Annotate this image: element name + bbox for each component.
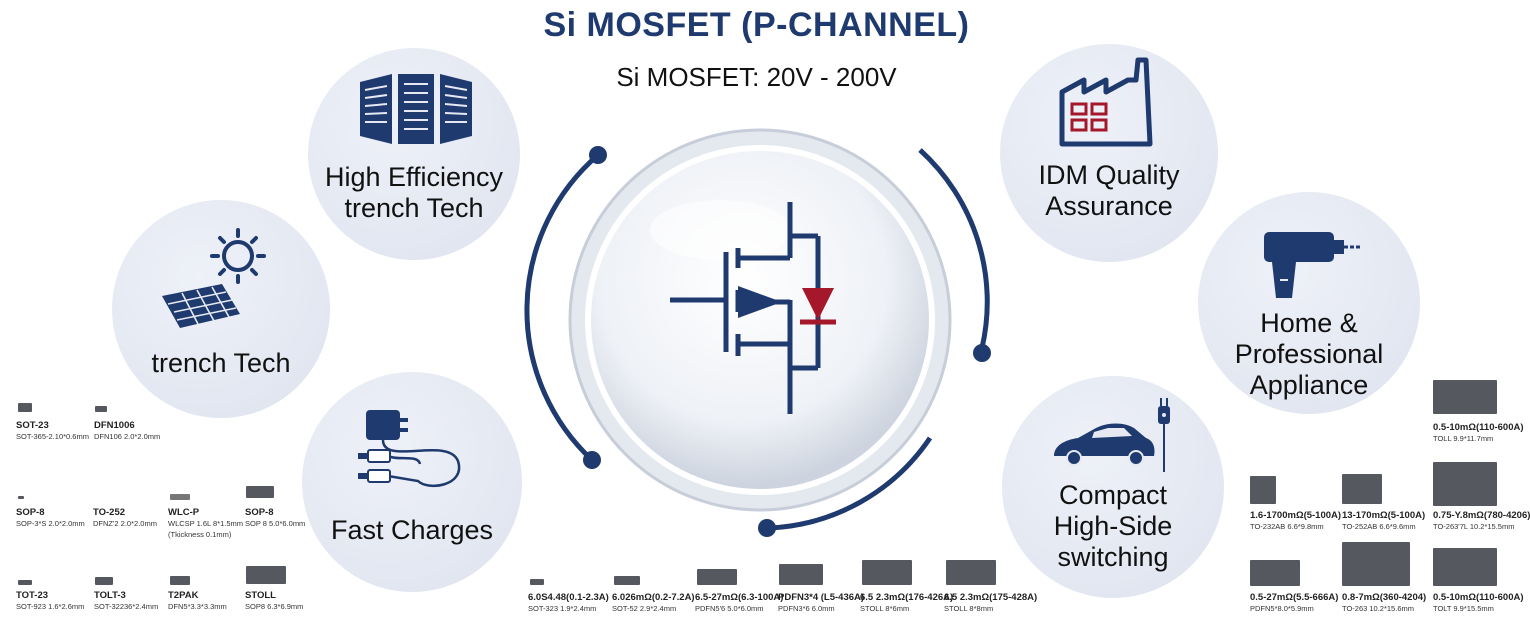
package-item: 0.5-27mΩ(5.5-666A)PDFN5*8.0*5.9mm xyxy=(1250,592,1339,613)
package-item: 6.5-27mΩ(6.3-100A)PDFN5'6 5.0*6.0mm xyxy=(695,592,784,613)
feature-trench-tech: trench Tech xyxy=(112,200,330,418)
package-image xyxy=(779,564,823,585)
package-image xyxy=(95,406,107,412)
package-image xyxy=(1342,474,1382,504)
package-image xyxy=(18,403,32,412)
package-image xyxy=(170,576,190,585)
package-item: PDFN3*4 (L5-436A)PDFN3*6 6.0mm xyxy=(778,592,865,613)
package-image xyxy=(1250,560,1300,586)
feature-fast-charges: Fast Charges xyxy=(302,372,522,592)
solar-panel-icon xyxy=(162,228,266,328)
package-image xyxy=(246,566,286,584)
feature-label-fast-charges: Fast Charges xyxy=(330,515,494,545)
feature-label-high-efficiency: High Efficiency trench Tech xyxy=(324,162,504,223)
package-image xyxy=(614,576,640,585)
feature-home-appliance: Home & Professional Appliance xyxy=(1198,192,1420,414)
package-item: 0.5-10mΩ(110-600A)TOLT 9.9*15.5mm xyxy=(1433,592,1524,613)
package-item: 1.6-1700mΩ(5-100A)TO-232AB 6.6*9.8mm xyxy=(1250,510,1342,531)
package-item: 0.75-Y.8mΩ(780-4206)TO-263'7L 10.2*15.5m… xyxy=(1433,510,1530,531)
package-image xyxy=(1433,548,1497,586)
package-image xyxy=(95,577,113,585)
feature-label-home-appliance: Home & Professional Appliance xyxy=(1234,308,1384,400)
feature-label-compact-switching: Compact High-Side switching xyxy=(1053,480,1173,572)
p-channel-mosfet-symbol-icon xyxy=(670,202,836,414)
package-image xyxy=(946,560,996,585)
package-item: 6.026mΩ(0.2-7.2A)SOT-52 2.9*2.4mm xyxy=(612,592,695,613)
package-item: 13-170mΩ(5-100A)TO-252AB 6.6*9.6mm xyxy=(1342,510,1426,531)
center-lens xyxy=(524,128,991,537)
package-image xyxy=(1342,542,1410,586)
factory-icon xyxy=(1059,57,1153,147)
feature-label-idm-quality: IDM Quality Assurance xyxy=(1038,160,1180,221)
power-drill-icon xyxy=(1264,232,1362,298)
page-subtitle: Si MOSFET: 20V - 200V xyxy=(616,62,897,92)
package-item: 6.0S4.48(0.1-2.3A)SOT-323 1.9*2.4mm xyxy=(528,592,609,613)
package-item: 0.8-7mΩ(360-4204)TO-263 10.2*15.6mm xyxy=(1342,592,1427,613)
package-image xyxy=(18,580,32,585)
package-item: 0.5-10mΩ(110-600A)TOLL 9.9*11.7mm xyxy=(1433,422,1524,443)
package-image xyxy=(170,494,190,500)
package-image xyxy=(1433,462,1497,506)
charger-cable-icon xyxy=(358,410,461,488)
server-racks-icon xyxy=(360,74,472,144)
package-image xyxy=(1433,380,1497,414)
package-image xyxy=(530,579,544,585)
package-image xyxy=(1250,476,1276,504)
car-plug-icon xyxy=(1054,398,1170,472)
feature-label-trench-tech: trench Tech xyxy=(151,348,291,378)
package-image xyxy=(18,496,24,499)
page-title: Si MOSFET (P-CHANNEL) xyxy=(543,6,970,44)
package-image xyxy=(246,486,274,498)
feature-high-efficiency: High Efficiency trench Tech xyxy=(308,48,520,260)
package-image xyxy=(697,569,737,585)
package-image xyxy=(862,560,912,585)
feature-compact-switching: Compact High-Side switching xyxy=(1002,376,1224,598)
feature-idm-quality: IDM Quality Assurance xyxy=(1000,44,1218,262)
package-item: 6.5 2.3mΩ(176-426A)STOLL 8*6mm xyxy=(860,592,954,613)
package-item: 6.5 2.3mΩ(175-428A)STOLL 8*8mm xyxy=(944,592,1038,613)
